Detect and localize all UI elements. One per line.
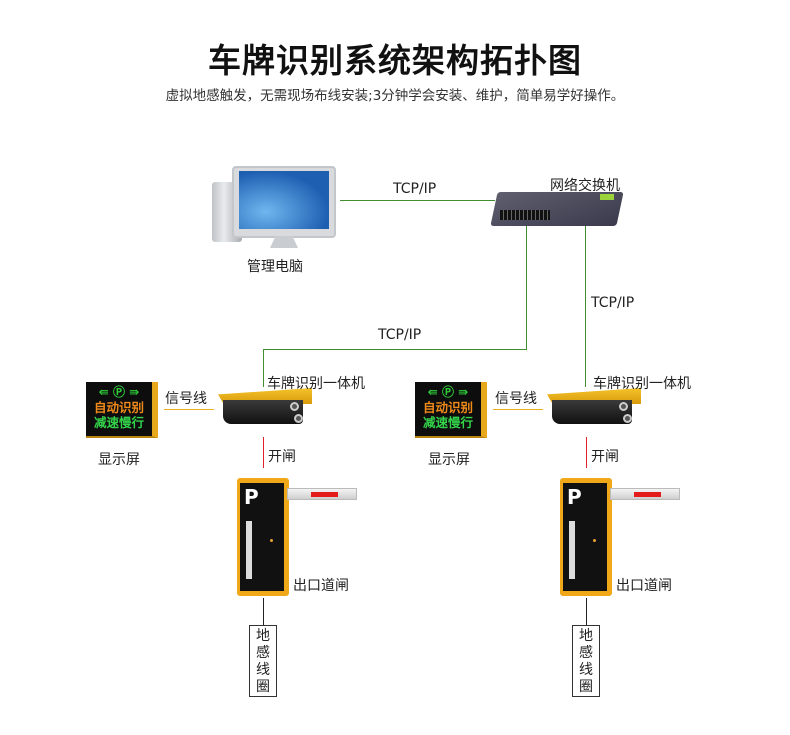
display-label: 显示屏 [98, 452, 140, 468]
led-display: ⇚ Ⓟ ⇛ 自动识别 减速慢行 [86, 382, 158, 438]
lpr-camera-icon [218, 388, 312, 430]
link-pc-switch [340, 200, 495, 201]
link-switch-left-v [526, 226, 527, 349]
display-line2: 减速慢行 [422, 415, 473, 430]
display-symbol: ⇚ Ⓟ ⇛ [98, 385, 140, 399]
open-label: 开闸 [591, 449, 619, 465]
gate-letter: P [244, 485, 259, 509]
page-title: 车牌识别系统架构拓扑图 [208, 41, 582, 80]
switch-label: 网络交换机 [550, 178, 620, 194]
coil-char: 圈 [579, 679, 593, 695]
barrier-arm [610, 488, 680, 500]
gate-letter: P [567, 485, 582, 509]
coil-char: 地 [579, 628, 593, 644]
camera-label: 车牌识别一体机 [593, 376, 691, 392]
coil-line [586, 598, 587, 625]
led-display: ⇚ Ⓟ ⇛ 自动识别 减速慢行 [415, 382, 487, 438]
display-symbol: ⇚ Ⓟ ⇛ [427, 385, 469, 399]
gate-label: 出口道闸 [293, 578, 349, 594]
display-line1: 自动识别 [93, 400, 144, 415]
switch-ports [500, 210, 550, 220]
coil-line [263, 598, 264, 625]
coil-char: 感 [256, 645, 270, 661]
open-line [586, 437, 587, 468]
camera-label: 车牌识别一体机 [267, 376, 365, 392]
coil-char: 地 [256, 628, 270, 644]
link-pc-switch-label: TCP/IP [393, 181, 437, 197]
page-subtitle: 虚拟地感触发，无需现场布线安装;3分钟学会安装、维护，简单易学好操作。 [165, 88, 625, 104]
barrier-gate-icon: P [237, 478, 289, 596]
ground-coil: 地 感 线 圈 [249, 625, 277, 697]
open-line [263, 437, 264, 468]
coil-char: 线 [256, 662, 270, 678]
coil-char: 圈 [256, 679, 270, 695]
link-switch-left-h [263, 349, 527, 350]
monitor-stand [270, 236, 298, 248]
coil-char: 线 [579, 662, 593, 678]
lpr-camera-icon [547, 388, 641, 430]
signal-line [164, 409, 214, 410]
link-switch-right-label: TCP/IP [591, 295, 635, 311]
open-label: 开闸 [268, 449, 296, 465]
signal-label: 信号线 [495, 391, 537, 407]
link-switch-right [585, 226, 586, 387]
signal-label: 信号线 [165, 391, 207, 407]
barrier-gate-icon: P [560, 478, 612, 596]
coil-char: 感 [579, 645, 593, 661]
pc-label: 管理电脑 [247, 259, 303, 275]
display-line2: 减速慢行 [93, 415, 144, 430]
switch-indicator [600, 194, 614, 200]
gate-label: 出口道闸 [616, 578, 672, 594]
link-switch-left-drop [263, 349, 264, 387]
signal-line [493, 409, 543, 410]
link-switch-left-label: TCP/IP [378, 327, 422, 343]
ground-coil: 地 感 线 圈 [572, 625, 600, 697]
barrier-arm [287, 488, 357, 500]
monitor-screen [239, 171, 329, 229]
display-label: 显示屏 [428, 452, 470, 468]
display-line1: 自动识别 [422, 400, 473, 415]
